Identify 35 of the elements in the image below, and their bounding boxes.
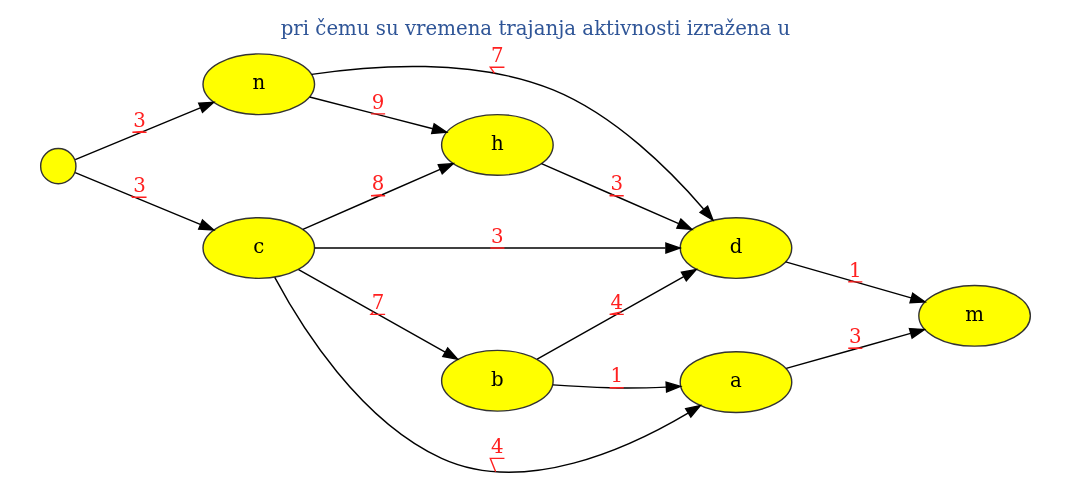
node-ellipse: n [202, 53, 316, 116]
edge-label: 3 [133, 108, 146, 132]
arrow [297, 268, 460, 361]
arrow [74, 171, 216, 231]
arrow [784, 261, 927, 304]
node-ellipse: h [440, 113, 554, 177]
arrow [302, 162, 456, 231]
node-ellipse: m [918, 284, 1032, 347]
arrow [540, 162, 694, 231]
node-circle [39, 147, 77, 185]
edge-label: 3 [133, 173, 146, 197]
edge-label: 1 [848, 258, 862, 282]
edge-label: 7 [491, 43, 504, 67]
arrow [310, 65, 715, 222]
edge-label: 8 [371, 172, 385, 196]
node-ellipse: c [202, 216, 316, 280]
edge-label: 3 [610, 172, 623, 196]
arrow [313, 242, 683, 254]
arrow [536, 268, 699, 360]
node-ellipse: d [679, 216, 793, 280]
arrow [308, 96, 449, 135]
edge-label: 1 [610, 364, 623, 388]
node-ellipse: b [440, 349, 554, 412]
edge-label: 7 [371, 291, 385, 315]
arrow [74, 101, 216, 161]
arrow [785, 327, 927, 370]
arrow [274, 276, 703, 473]
node-ellipse: a [679, 351, 793, 414]
arrow [552, 381, 683, 394]
edge-label: 4 [491, 435, 504, 459]
edge-label: 3 [848, 324, 862, 348]
edge-label: 9 [371, 90, 385, 114]
edge-label: 4 [610, 291, 623, 315]
diagram-title: pri čemu su vremena trajanja aktivnosti izražena u [280, 17, 791, 41]
edge-label: 3 [491, 224, 504, 248]
